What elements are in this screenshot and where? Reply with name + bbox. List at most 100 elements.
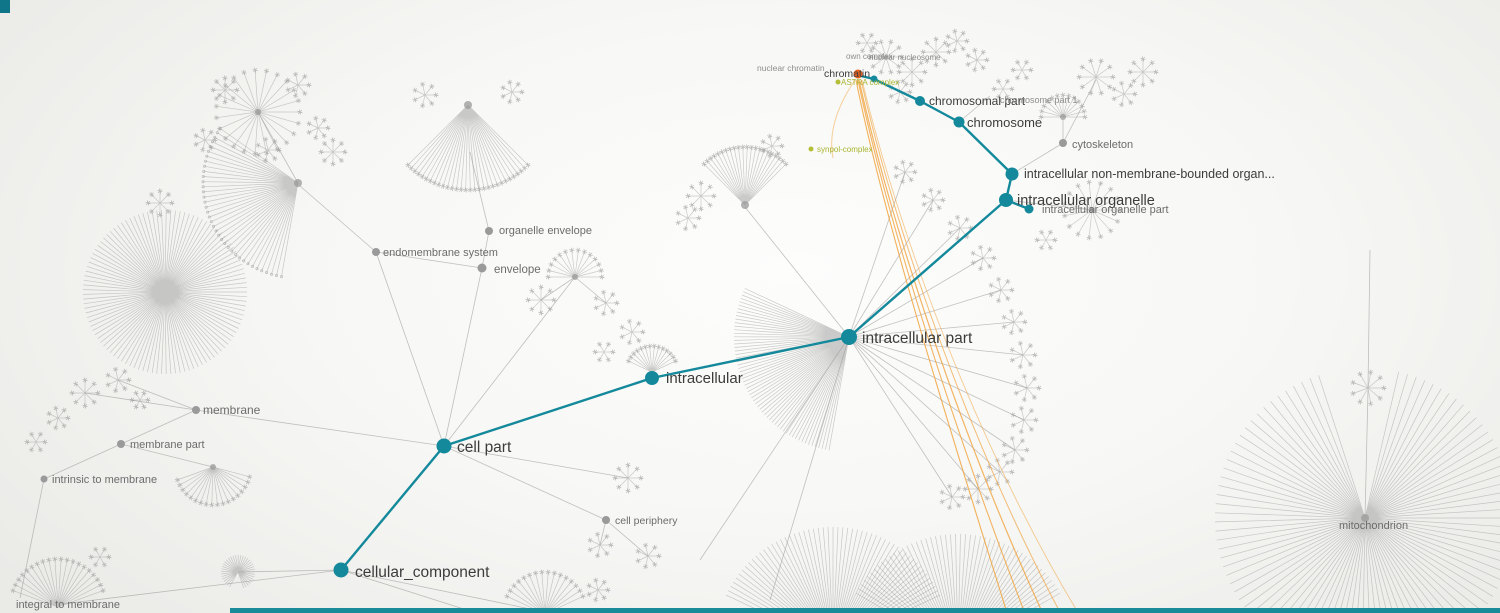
node-chromosome[interactable]	[953, 116, 965, 128]
node-membrane-part[interactable]	[117, 440, 125, 448]
node-synpol-complex[interactable]	[808, 146, 814, 152]
cluster-fan-tips	[991, 78, 1015, 100]
label-cellular-component[interactable]: cellular_component	[355, 564, 490, 581]
node-intracellular-organelle-part[interactable]	[1024, 204, 1034, 214]
cluster-fan	[989, 460, 1012, 484]
cluster-hub	[464, 101, 472, 109]
cluster-fan-tips	[1076, 58, 1116, 96]
label-nuclear-nucleosome[interactable]: nuclear nucleosome	[869, 53, 941, 62]
node-chromosomal-part[interactable]	[915, 96, 925, 106]
highlight-edge-orange	[860, 79, 1061, 613]
cluster-fan	[595, 344, 613, 360]
node-chromatin[interactable]	[870, 75, 878, 83]
label-integral-to-membrane[interactable]: integral to membrane	[16, 599, 120, 611]
cluster-fan	[733, 288, 850, 451]
label-membrane[interactable]: membrane	[203, 403, 261, 417]
cluster-fan	[502, 82, 522, 102]
label-chromatin[interactable]: chromatin	[824, 68, 870, 80]
label-astra-complex[interactable]: ASTRA complex	[841, 78, 899, 87]
cluster-fan-tips	[285, 71, 312, 99]
label-intracellular[interactable]: intracellular	[666, 370, 743, 387]
cluster-fan-tips	[1010, 59, 1034, 81]
node-selected-term[interactable]	[853, 69, 863, 79]
cluster-fan-tips	[586, 577, 611, 603]
node-intrinsic-to-membrane[interactable]	[40, 475, 48, 483]
label-cell-part[interactable]: cell part	[457, 439, 512, 456]
node-cellular-component[interactable]	[333, 562, 349, 578]
highlight-edge-orange	[857, 79, 1026, 613]
cluster-fan	[1012, 343, 1035, 367]
cluster-fan-tips	[193, 127, 218, 153]
node-intracellular-non-membrane-bounded-organelle[interactable]	[1005, 167, 1019, 181]
label-chromosomal-part[interactable]: chromosomal part	[929, 94, 1026, 108]
node-membrane[interactable]	[192, 406, 200, 414]
cluster-fan	[870, 41, 902, 73]
label-nuclear-chromatin[interactable]: nuclear chromatin	[757, 63, 825, 73]
label-organelle-envelope[interactable]: organelle envelope	[499, 225, 592, 237]
cluster-fan	[628, 346, 676, 373]
cluster-fan	[994, 81, 1012, 97]
cluster-fan-tips	[619, 318, 646, 346]
label-intracellular-non-membrane-bounded-organ[interactable]: intracellular non-membrane-bounded organ…	[1024, 167, 1275, 181]
highlight-edge-orange	[861, 79, 1079, 613]
label-mitochondrion[interactable]: mitochondrion	[1339, 520, 1408, 532]
cluster-fan-tips	[593, 289, 620, 317]
cluster-fan	[947, 31, 967, 51]
label-envelope[interactable]: envelope	[494, 264, 541, 276]
cluster-fan-tips	[69, 377, 101, 409]
cluster-fan-tips	[1061, 179, 1123, 241]
cluster-fan-tips	[965, 47, 990, 73]
node-endomembrane-system[interactable]	[372, 248, 380, 256]
cluster-fan-tips	[1001, 435, 1030, 465]
cluster-fan	[589, 534, 611, 556]
cluster-fan	[725, 527, 941, 613]
cluster-fan-tips	[760, 133, 785, 159]
label-own-complex[interactable]: own complex	[846, 52, 893, 61]
cluster-fan-tips	[587, 531, 614, 559]
cluster-fan-tips	[896, 56, 928, 88]
cluster-fan	[148, 191, 172, 215]
cluster-fan	[1352, 372, 1384, 404]
cluster-fan	[213, 78, 237, 102]
node-intracellular[interactable]	[645, 371, 659, 385]
cluster-fan	[858, 35, 876, 51]
cluster-fan	[965, 476, 991, 502]
node-envelope[interactable]	[477, 263, 487, 273]
node-cytoskeleton[interactable]	[1059, 139, 1067, 147]
label-cytoskeleton[interactable]: cytoskeleton	[1072, 139, 1133, 151]
label-intracellular-organelle-part[interactable]: intracellular organelle part	[1042, 204, 1169, 216]
cluster-fan	[220, 554, 256, 589]
node-cell-periphery[interactable]	[602, 516, 610, 524]
cluster-fan	[202, 128, 299, 277]
label-cell-periphery[interactable]: cell periphery	[615, 515, 678, 527]
cluster-fan-tips	[174, 474, 253, 508]
label-intrinsic-to-membrane[interactable]: intrinsic to membrane	[52, 474, 157, 486]
cluster-fan-tips	[46, 405, 71, 431]
cluster-fan-tips	[701, 144, 789, 167]
node-astra-complex[interactable]	[835, 79, 841, 85]
label-endomembrane-system[interactable]: endomembrane system	[383, 247, 498, 259]
cluster-fan-tips	[1013, 373, 1042, 403]
cluster-fan	[762, 136, 782, 156]
label-membrane-part[interactable]: membrane part	[130, 439, 205, 451]
cluster-fan-tips	[920, 36, 952, 68]
label-chromosome[interactable]: chromosome	[967, 115, 1042, 130]
cluster-fan-tips	[970, 244, 997, 272]
label-synpol-complex[interactable]: synpol-complex	[817, 145, 873, 154]
node-intracellular-organelle[interactable]	[999, 193, 1013, 207]
cluster-fan-tips	[24, 431, 48, 453]
node-intracellular-part[interactable]	[841, 329, 857, 345]
cluster-fan-tips	[625, 343, 679, 364]
cluster-fan-tips	[635, 542, 662, 570]
cluster-fan	[132, 392, 148, 408]
label-intracellular-part[interactable]: intracellular part	[862, 330, 973, 347]
node-organelle-envelope[interactable]	[485, 227, 493, 235]
label-intracellular-organelle[interactable]: intracellular organelle	[1017, 193, 1155, 209]
node-cell-part[interactable]	[436, 438, 452, 454]
cluster-fan	[528, 287, 554, 313]
label-chromosome-part-1[interactable]: chromosome part 1	[1000, 95, 1078, 105]
cluster-fan	[1041, 95, 1085, 118]
